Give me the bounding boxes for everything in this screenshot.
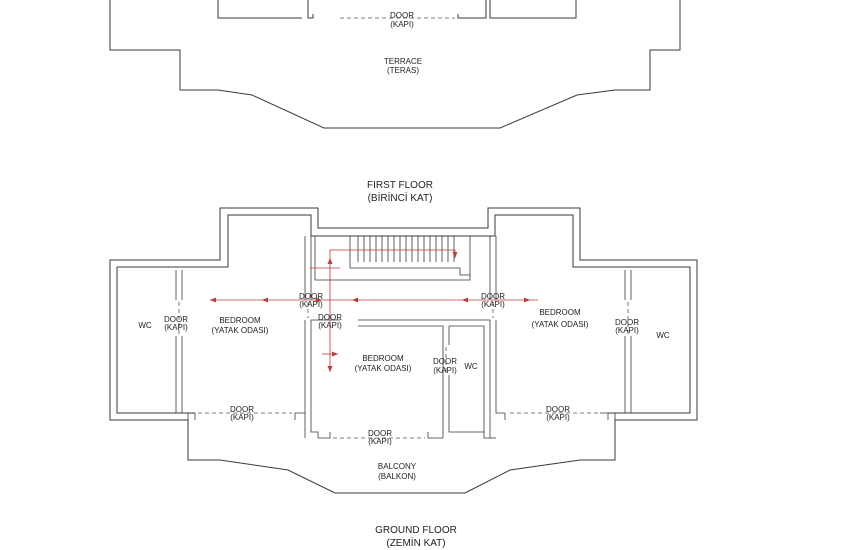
door-center-wc-label-tr: (KAPI)	[433, 366, 457, 375]
door-left-wc-label-tr: (KAPI)	[164, 323, 188, 332]
door-left-wc-label: DOOR	[164, 315, 188, 324]
main-plan: WC DOOR (KAPI) BEDROOM (YATAK ODASI) DOO…	[109, 207, 698, 494]
center-wc-walls	[448, 326, 484, 433]
balcony-label: BALCONY	[378, 462, 417, 471]
balcony-wall-right	[427, 412, 616, 439]
stair-frame	[314, 236, 471, 281]
door-center-bedroom-label-tr: (KAPI)	[318, 321, 342, 330]
first-floor-title-tr: (BİRİNCİ KAT)	[368, 191, 433, 204]
door-right-wc-label: DOOR	[615, 318, 639, 327]
wc-center-label: WC	[464, 362, 478, 371]
left-wc-partition	[175, 270, 183, 413]
door-balcony-center-label-tr: (KAPI)	[368, 437, 392, 446]
stair-treads	[357, 236, 455, 262]
outer-wall-outline	[109, 207, 698, 494]
hall-left-wall	[304, 236, 319, 438]
ground-floor-title: GROUND FLOOR	[375, 525, 457, 536]
hall-right-wall	[489, 236, 505, 438]
terrace-label-tr: (TERAS)	[387, 66, 419, 75]
bedroom-left-label: BEDROOM	[219, 316, 261, 325]
terrace-door-jamb-right	[457, 0, 487, 19]
bedroom-left-label-tr: (YATAK ODASI)	[212, 326, 269, 335]
door-center-bedroom-label: DOOR	[318, 313, 342, 322]
terrace-label: TERRACE	[384, 57, 422, 66]
terrace-door-label-tr: (KAPI)	[390, 20, 414, 29]
wc-right-label: WC	[656, 331, 670, 340]
door-center-wc-label: DOOR	[433, 357, 457, 366]
terrace-upper-outline	[109, 0, 681, 129]
inner-wall-outline	[117, 214, 691, 414]
bedroom-right-label-tr: (YATAK ODASI)	[532, 320, 589, 329]
terrace-room-right-wall	[489, 0, 577, 19]
terrace-room-left-wall	[217, 0, 302, 19]
door-hall-left-label-tr: (KAPI)	[299, 300, 323, 309]
first-floor-title: FIRST FLOOR	[367, 180, 433, 191]
bedroom-center-label: BEDROOM	[362, 354, 404, 363]
door-hall-right-label-tr: (KAPI)	[481, 300, 505, 309]
balcony-label-tr: (BALKON)	[378, 472, 416, 481]
ground-floor-title-tr: (ZEMİN KAT)	[386, 536, 445, 549]
terrace-door-jamb-left	[307, 0, 314, 19]
door-balcony-left-label: DOOR	[230, 405, 254, 414]
wc-left-label: WC	[138, 321, 152, 330]
door-hall-left-label: DOOR	[299, 292, 323, 301]
right-wc-partition	[624, 270, 632, 413]
center-bedroom-walls	[311, 319, 496, 439]
inner-wall-left-bottom	[116, 267, 195, 414]
door-balcony-right-label: DOOR	[546, 405, 570, 414]
door-balcony-left-label-tr: (KAPI)	[230, 413, 254, 422]
balcony-wall-left	[187, 412, 331, 439]
bedroom-right-label: BEDROOM	[539, 308, 581, 317]
door-balcony-right-label-tr: (KAPI)	[546, 413, 570, 422]
terrace-plan: DOOR (KAPI) TERRACE (TERAS)	[109, 0, 681, 129]
door-hall-right-label: DOOR	[481, 292, 505, 301]
terrace-door-label: DOOR	[390, 11, 414, 20]
circulation-arrows	[210, 249, 538, 372]
door-balcony-center-label: DOOR	[368, 429, 392, 438]
door-right-wc-label-tr: (KAPI)	[615, 326, 639, 335]
bedroom-center-label-tr: (YATAK ODASI)	[355, 364, 412, 373]
